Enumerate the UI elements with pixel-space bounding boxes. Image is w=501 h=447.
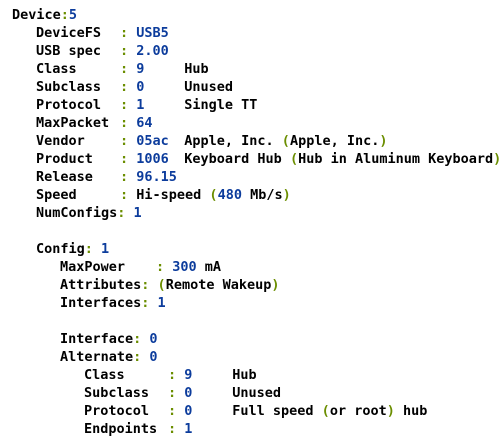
config-paren: Remote Wakeup (165, 277, 272, 293)
blank-line (12, 222, 501, 240)
field-desc: Keyboard Hub (184, 151, 282, 167)
field-key: USB spec (36, 43, 102, 59)
config-unit: mA (204, 259, 222, 275)
field-value: 1 (136, 97, 145, 113)
device-label: Device (12, 7, 61, 23)
field-value: 1 (133, 205, 142, 221)
config-attributes: Attributes: (Remote Wakeup) (60, 277, 280, 293)
field-value: 96.15 (136, 169, 177, 185)
interface-label: Interface (60, 331, 134, 347)
field-desc: Hub (184, 61, 209, 77)
config-key: MaxPower (60, 259, 126, 275)
field-paren-num: 480 (217, 187, 242, 203)
field-key: Subclass (36, 79, 102, 95)
field-devicefs: DeviceFS: USB5 (36, 25, 169, 41)
config-line: Config: 1 (36, 241, 110, 257)
field-key: Release (36, 169, 93, 185)
field-paren: Hub in Aluminum Keyboard (298, 151, 494, 167)
iface-key: Subclass (84, 385, 150, 401)
field-numconfigs: NumConfigs: 1 (36, 205, 142, 221)
config-value: 300 (172, 259, 197, 275)
field-key: MaxPacket (36, 115, 110, 131)
field-desc: Single TT (184, 97, 258, 113)
field-desc: Apple, Inc. (184, 133, 274, 149)
config-key: Attributes (60, 277, 142, 293)
field-release: Release: 96.15 (36, 169, 177, 185)
config-key: Interfaces (60, 295, 142, 311)
field-key: Vendor (36, 133, 85, 149)
field-value: 64 (136, 115, 153, 131)
field-value: 1006 (136, 151, 169, 167)
field-key: DeviceFS (36, 25, 102, 41)
field-value: USB5 (136, 25, 169, 41)
iface-tail: hub (403, 403, 428, 419)
field-usb-spec: USB spec: 2.00 (36, 43, 169, 59)
iface-desc: Hub (232, 367, 257, 383)
config-value: 1 (157, 295, 166, 311)
iface-value: 1 (184, 421, 193, 437)
config-value: 1 (101, 241, 110, 257)
field-value: 0 (136, 79, 145, 95)
field-paren: Apple, Inc. (289, 133, 380, 149)
iface-endpoints: Endpoints: 1 (84, 421, 193, 437)
field-paren-unit: Mb/s (250, 187, 283, 203)
field-desc: Unused (184, 79, 234, 95)
field-speed: Speed: Hi-speed (480 Mb/s) (36, 187, 291, 203)
config-label: Config (36, 241, 85, 257)
alternate-value: 0 (149, 349, 158, 365)
field-value: 2.00 (136, 43, 169, 59)
config-maxpower: MaxPower: 300 mA (60, 259, 222, 275)
field-key: NumConfigs (36, 205, 118, 221)
iface-desc: Full speed (232, 403, 314, 419)
field-value: 9 (136, 61, 145, 77)
field-key: Class (36, 61, 77, 77)
iface-key: Endpoints (84, 421, 158, 437)
device-line: Device:5 (12, 6, 501, 24)
iface-desc: Unused (232, 385, 282, 401)
device-value: 5 (68, 7, 78, 23)
iface-value: 0 (184, 385, 193, 401)
field-value: Hi-speed (136, 187, 202, 203)
field-key: Product (36, 151, 93, 167)
field-key: Speed (36, 187, 77, 203)
iface-value: 0 (184, 403, 193, 419)
device-colon: : (60, 7, 69, 23)
alternate-label: Alternate (60, 349, 134, 365)
interface-line: Interface: 0 (60, 331, 158, 347)
iface-value: 9 (184, 367, 193, 383)
interface-value: 0 (149, 331, 158, 347)
field-value: 05ac (136, 133, 169, 149)
blank-line (12, 312, 501, 330)
field-maxpacket: MaxPacket: 64 (36, 115, 153, 131)
iface-key: Class (84, 367, 125, 383)
field-key: Protocol (36, 97, 102, 113)
alternate-line: Alternate: 0 (60, 349, 158, 365)
iface-key: Protocol (84, 403, 150, 419)
iface-paren: or root (329, 403, 387, 419)
config-interfaces: Interfaces: 1 (60, 295, 166, 311)
